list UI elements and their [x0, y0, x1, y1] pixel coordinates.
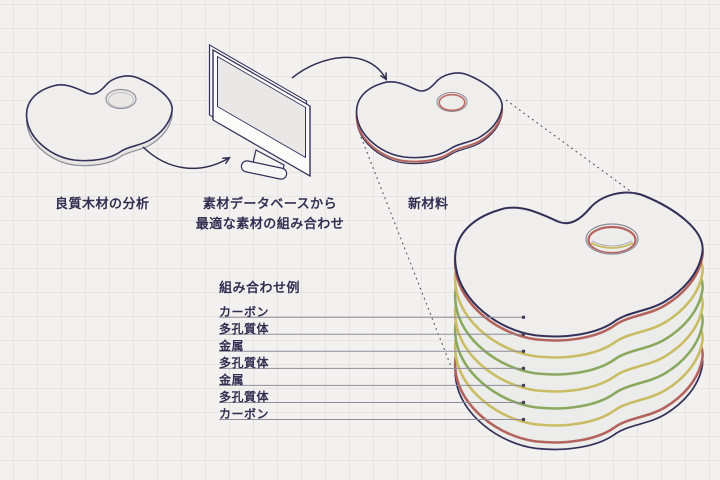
wood-blank-shape [25, 75, 173, 167]
layer-label-4: 金属 [219, 373, 245, 388]
combination-list-header: 組み合わせ例 [219, 280, 301, 295]
layer-label-2: 金属 [219, 339, 245, 354]
monitor-stand-base [240, 160, 288, 180]
flow-arrow-2 [291, 56, 386, 79]
sound-hole-icon [105, 88, 137, 110]
leader-dot-3 [521, 366, 526, 371]
flow-arrow-1 [142, 146, 229, 170]
layer-label-6: カーボン [219, 407, 270, 422]
leader-dot-0 [521, 315, 526, 319]
caption-material-database: 素材データベースから 最適な素材の組み合わせ [190, 194, 350, 234]
caption-new-material: 新材料 [408, 196, 449, 211]
projection-line-left [360, 136, 453, 370]
leader-dot-4 [521, 383, 526, 388]
sound-hole-icon [585, 223, 639, 255]
layer-stack [453, 191, 704, 451]
new-material-shape [355, 72, 504, 165]
monitor-screen [217, 55, 306, 159]
sound-hole-icon [436, 92, 468, 112]
leader-dot-1 [521, 332, 526, 336]
layer-label-1: 多孔質体 [219, 322, 270, 337]
leader-dot-6 [521, 417, 526, 422]
leader-dot-5 [521, 400, 526, 405]
caption-material-database-line2: 最適な素材の組み合わせ [195, 216, 345, 231]
layer-label-5: 多孔質体 [219, 390, 270, 405]
monitor-illustration [208, 44, 311, 180]
caption-wood-analysis: 良質木材の分析 [55, 196, 150, 211]
leader-dot-2 [521, 349, 526, 353]
layer-label-3: 多孔質体 [219, 356, 270, 371]
projection-line-top [505, 99, 638, 197]
layer-label-0: カーボン [219, 305, 270, 319]
caption-material-database-line1: 素材データベースから [202, 196, 338, 211]
